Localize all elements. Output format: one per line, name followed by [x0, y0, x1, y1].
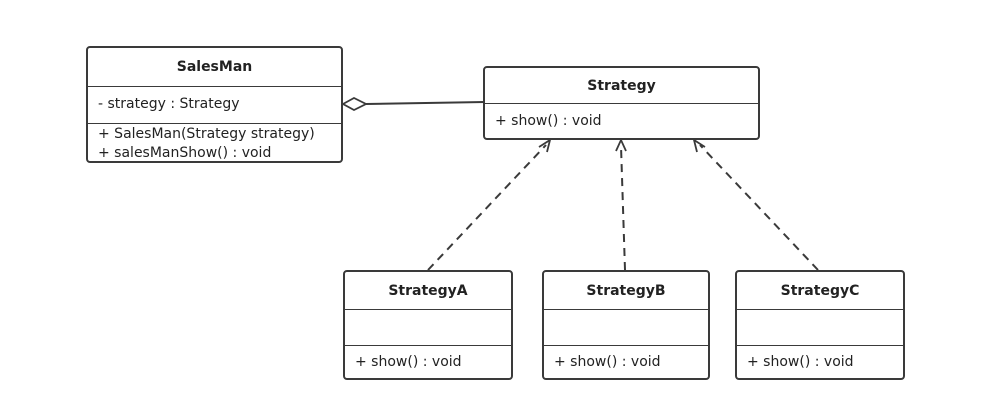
class-strategy[interactable]: Strategy + show() : void: [483, 66, 760, 140]
class-strategy-b-attributes: [544, 310, 708, 346]
aggregation-diamond: [341, 96, 369, 112]
class-strategy-a[interactable]: StrategyA + show() : void: [343, 270, 513, 380]
class-strategy-c-name: StrategyC: [737, 272, 903, 310]
class-salesman-name: SalesMan: [88, 48, 341, 87]
class-strategy-b-operation: + show() : void: [554, 354, 661, 370]
class-salesman[interactable]: SalesMan - strategy : Strategy + SalesMa…: [86, 46, 343, 163]
realization-arrowhead-strategy-b: [615, 137, 627, 152]
class-strategy-b[interactable]: StrategyB + show() : void: [542, 270, 710, 380]
class-strategy-a-operations: + show() : void: [345, 346, 511, 378]
class-strategy-a-operation: + show() : void: [355, 354, 462, 370]
realization-arrowhead-strategy-a: [538, 138, 552, 153]
class-salesman-operation: + SalesMan(Strategy strategy): [98, 126, 315, 142]
realization-line-strategy-b: [620, 145, 626, 271]
class-strategy-operation: + show() : void: [495, 113, 602, 129]
class-strategy-name: Strategy: [485, 68, 758, 104]
class-strategy-c-operations: + show() : void: [737, 346, 903, 378]
class-strategy-operations: + show() : void: [485, 104, 758, 138]
class-salesman-operation: + salesManShow() : void: [98, 145, 272, 161]
realization-line-strategy-a: [427, 144, 547, 271]
class-strategy-b-operations: + show() : void: [544, 346, 708, 378]
class-salesman-attributes: - strategy : Strategy: [88, 87, 341, 124]
class-salesman-attribute: - strategy : Strategy: [98, 96, 240, 112]
aggregation-line: [365, 101, 486, 105]
class-strategy-b-name: StrategyB: [544, 272, 708, 310]
class-salesman-operations: + SalesMan(Strategy strategy) + salesMan…: [88, 124, 341, 163]
realization-line-strategy-c: [699, 144, 819, 271]
class-strategy-a-attributes: [345, 310, 511, 346]
class-strategy-c-attributes: [737, 310, 903, 346]
class-strategy-a-name: StrategyA: [345, 272, 511, 310]
class-strategy-c-operation: + show() : void: [747, 354, 854, 370]
class-strategy-c[interactable]: StrategyC + show() : void: [735, 270, 905, 380]
realization-arrowhead-strategy-c: [692, 138, 706, 153]
